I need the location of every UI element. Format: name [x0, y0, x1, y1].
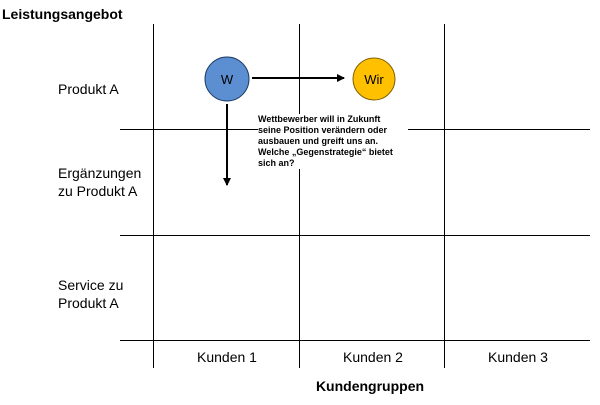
column-label-kunden-1: Kunden 1 — [197, 349, 257, 365]
y-axis-title: Leistungsangebot — [2, 6, 123, 22]
node-us: Wir — [352, 57, 396, 101]
competitor-circle — [204, 56, 250, 102]
competitor-label: W — [221, 72, 234, 87]
column-label-kunden-2: Kunden 2 — [343, 349, 403, 365]
row-label-ergaenzungen: Ergänzungen zu Produkt A — [58, 164, 141, 200]
annotation-text: Wettbewerber will in Zukunft seine Posit… — [258, 114, 408, 169]
row-label-service: Service zu Produkt A — [58, 276, 123, 312]
annotation-line: seine Position verändern oder — [258, 125, 388, 135]
row-label-produkt-a: Produkt A — [58, 80, 119, 98]
annotation-line: Wettbewerber will in Zukunft — [258, 114, 381, 124]
row-label-line: Service zu — [58, 277, 124, 293]
row-label-line: zu Produkt A — [58, 183, 138, 199]
column-label-kunden-3: Kunden 3 — [488, 349, 548, 365]
annotation-line: ausbauen und greift uns an. — [258, 136, 379, 146]
matrix-grid — [120, 24, 590, 368]
us-circle — [352, 57, 396, 101]
annotation-line: sich an? — [258, 158, 295, 168]
row-label-line: Produkt A — [58, 81, 119, 97]
row-label-line: Produkt A — [58, 295, 119, 311]
row-label-line: Ergänzungen — [58, 165, 142, 181]
x-axis-title: Kundengruppen — [315, 378, 425, 394]
us-label: Wir — [364, 72, 384, 87]
annotation-line: Welche „Gegenstrategie“ bietet — [258, 147, 393, 157]
node-competitor: W — [204, 56, 250, 102]
